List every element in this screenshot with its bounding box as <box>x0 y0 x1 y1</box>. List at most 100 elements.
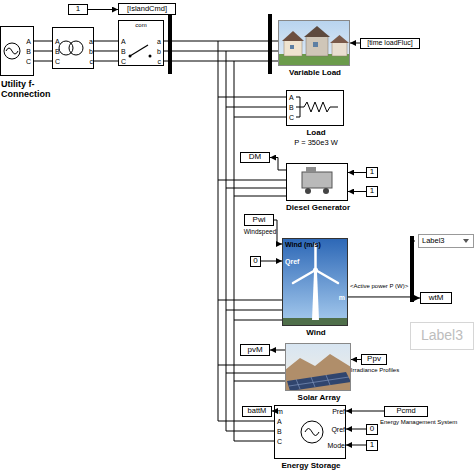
turbine-tower <box>312 272 319 320</box>
port-label: m <box>335 294 345 302</box>
port-label: C <box>55 58 65 66</box>
roof <box>304 26 330 37</box>
port-label: b <box>151 48 161 56</box>
solar-array-block: Solar Array <box>285 343 351 391</box>
tag-name: Pwi <box>245 215 273 225</box>
port-label: Mode <box>319 442 345 450</box>
panel-grid <box>289 375 349 389</box>
port-label: B <box>121 48 131 56</box>
diesel-generator-block: Diesel Generator <box>286 163 348 201</box>
power-line <box>94 50 118 51</box>
variable-load-block: Variable Load <box>278 20 350 66</box>
goto-tag: pvM <box>240 344 270 356</box>
port-label: B <box>21 48 31 56</box>
generator-engine <box>306 167 316 172</box>
signal-line <box>351 359 361 360</box>
tag-name: Pcmd <box>385 407 427 416</box>
from-tag: [time loadFluc] <box>360 38 420 49</box>
tag-name: [time loadFluc] <box>361 39 419 48</box>
switch-symbol <box>130 45 148 56</box>
inactive-text: Label3 <box>411 323 473 349</box>
turbine-hub <box>313 268 318 273</box>
port-label: a <box>151 38 161 46</box>
houses-picture <box>278 20 350 66</box>
port-label: c <box>83 58 93 66</box>
house <box>332 42 347 56</box>
signal-line <box>348 297 420 298</box>
signal-wire <box>414 241 415 242</box>
resistor-symbol <box>296 97 338 117</box>
mountains <box>285 354 351 391</box>
tag-name: wtM <box>421 293 451 303</box>
breaker-block: comABCabc <box>118 20 164 66</box>
signal-line <box>348 172 366 173</box>
converter-symbol <box>301 421 323 443</box>
signal-line <box>350 43 360 44</box>
goto-tag: wtM <box>420 292 452 304</box>
switch-contact <box>149 55 152 58</box>
port-label: C <box>277 438 287 446</box>
sine-symbol <box>305 429 319 436</box>
energy-storage-block: mABCPrefQrefModeEnergy Storage <box>274 405 346 459</box>
port-label: A <box>121 38 131 46</box>
signal-label: <Active power P (W)> <box>350 283 408 290</box>
signal-line <box>270 350 285 351</box>
constant-value: 1 <box>69 5 87 14</box>
wheel <box>323 188 329 194</box>
signal-line <box>270 158 286 170</box>
load-block: ABCLoadP = 350e3 W <box>286 90 344 126</box>
port-label: B <box>277 428 287 436</box>
constant-block: 1 <box>366 167 378 178</box>
port-label: A <box>277 418 287 426</box>
window <box>313 42 318 47</box>
port-label: c <box>151 58 161 66</box>
port-label: Qref <box>285 258 315 266</box>
turbine-blade <box>293 244 338 283</box>
wind-turbine-block: Wind (m/s)QrefmWind <box>282 238 348 326</box>
port-label: com <box>119 22 163 29</box>
house <box>284 40 302 56</box>
bus-bar <box>168 14 172 74</box>
constant-block: 0 <box>250 256 261 267</box>
bus-selector-bar <box>410 236 414 302</box>
goto-tag: [IslandCmd] <box>118 3 176 15</box>
block-parameter: P = 350e3 W <box>267 139 365 147</box>
signal-line <box>88 9 118 10</box>
block-name: Wind <box>263 329 369 338</box>
port-label: B <box>289 104 299 112</box>
constant-block: 1 <box>68 4 88 15</box>
constant-block: 1 <box>366 440 378 451</box>
constant-value: 1 <box>367 168 377 177</box>
block-name: Load <box>267 129 365 138</box>
sine-symbol <box>6 48 18 54</box>
goto-tag: DM <box>240 152 270 163</box>
inactive-label: Label3 <box>410 322 474 350</box>
from-tag: PcmdEnergy Management System <box>384 406 428 417</box>
block-name: Diesel Generator <box>267 204 369 213</box>
port-label: A <box>55 38 65 46</box>
transformer-block: ABCabc <box>52 27 94 69</box>
bus-bar <box>268 14 272 74</box>
window <box>290 45 294 49</box>
port-label: Qref <box>321 426 345 434</box>
ac-source-symbol <box>4 43 20 59</box>
signal-line <box>346 445 366 446</box>
solar-panels <box>287 372 351 391</box>
phase-c-wire <box>234 61 286 441</box>
port-label: Pref <box>321 408 345 416</box>
signal-line <box>348 191 366 192</box>
three-phase-source: ABCUtility f-Connection <box>0 26 34 76</box>
tag-name: Ppv <box>362 355 386 364</box>
port-label: b <box>83 48 93 56</box>
port-label: C <box>21 58 31 66</box>
solar-picture <box>285 343 351 391</box>
phase-b-wire <box>226 51 286 431</box>
tag-name: DM <box>241 153 269 162</box>
constant-value: 0 <box>367 425 377 434</box>
port-label: C <box>121 58 131 66</box>
transformer-winding <box>69 41 83 55</box>
from-tag: PpvIrradiance Profiles <box>361 354 387 365</box>
roof <box>282 31 304 41</box>
